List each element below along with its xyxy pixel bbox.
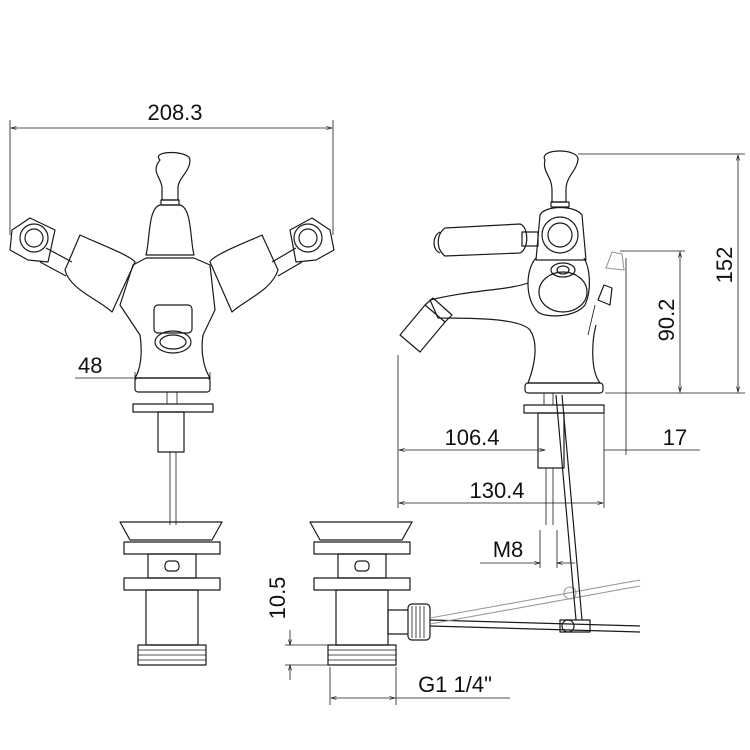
dim-spout-height: 90.2	[654, 299, 679, 342]
dim-thread: M8	[493, 537, 524, 562]
dim-total-depth: 130.4	[469, 478, 524, 503]
dimension-labels: 208.3 48 152 90.2 106.4 130.4 17 M8 10.5…	[78, 100, 737, 697]
dim-waste-thread: G1 1/4"	[418, 672, 492, 697]
side-view-tap	[399, 150, 625, 525]
pop-up-waste-side	[309, 394, 641, 666]
dim-base-diameter: 48	[78, 353, 102, 378]
dimension-lines	[9, 120, 745, 705]
dim-waste-height: 10.5	[265, 577, 290, 620]
pop-up-waste-front	[119, 521, 223, 666]
dim-overall-width: 208.3	[147, 100, 202, 125]
dim-overall-height: 152	[712, 247, 737, 284]
dim-spout-reach: 106.4	[444, 425, 499, 450]
dim-rod-offset: 17	[663, 425, 687, 450]
front-view-tap	[9, 151, 335, 525]
